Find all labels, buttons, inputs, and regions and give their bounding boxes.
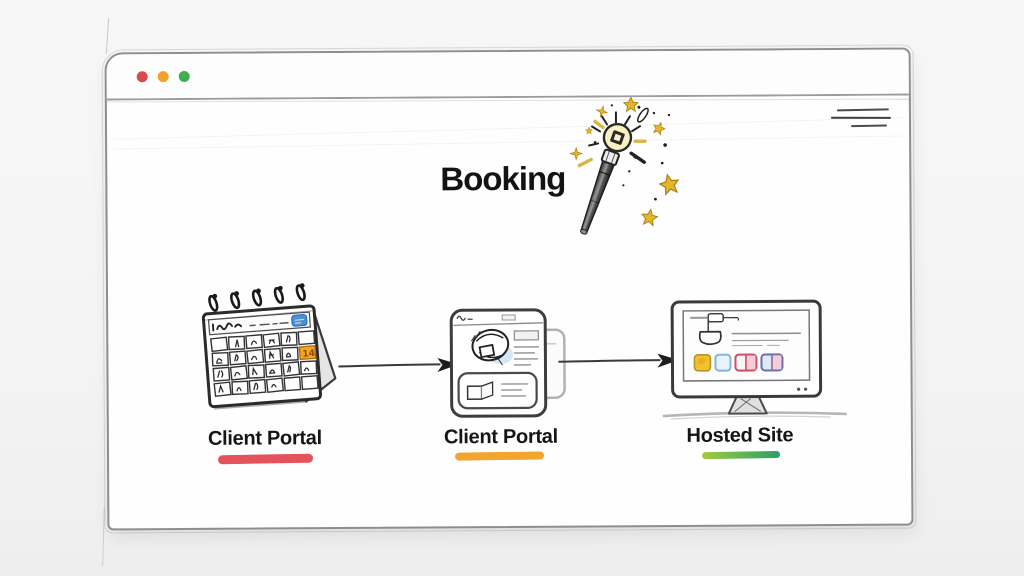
pencil-sketch-line [113,135,904,150]
close-button[interactable] [136,70,148,82]
window-content: Booking [107,96,912,527]
window-titlebar [106,49,909,101]
pencil-overshoot-top [105,18,110,54]
webpage-icon [446,302,571,421]
screen-tiles [693,353,784,372]
hamburger-menu-icon[interactable] [830,108,895,128]
underline-red [217,453,314,465]
pencil-sketch-line [113,117,903,140]
monitor-icon [660,294,849,427]
calendar-icon: 14 [190,283,343,426]
arrow-right-icon [336,356,460,373]
page-title: Booking [440,159,566,198]
arrow-right-icon [556,352,680,369]
maximize-button[interactable] [178,70,190,82]
calendar-highlight-cell [298,345,317,361]
browser-window: Booking [104,47,914,531]
step-label-client-portal-1: Client Portal [207,427,322,450]
step-label-hosted-site: Hosted Site [686,424,794,447]
minimize-button[interactable] [157,70,169,82]
magic-wand-icon [565,96,688,240]
pencil-overshoot-bottom [102,507,105,567]
calendar-highlighted-day: 14 [302,349,315,360]
step-label-client-portal-2: Client Portal [443,425,558,449]
underline-green [701,451,781,460]
underline-orange [454,451,545,461]
